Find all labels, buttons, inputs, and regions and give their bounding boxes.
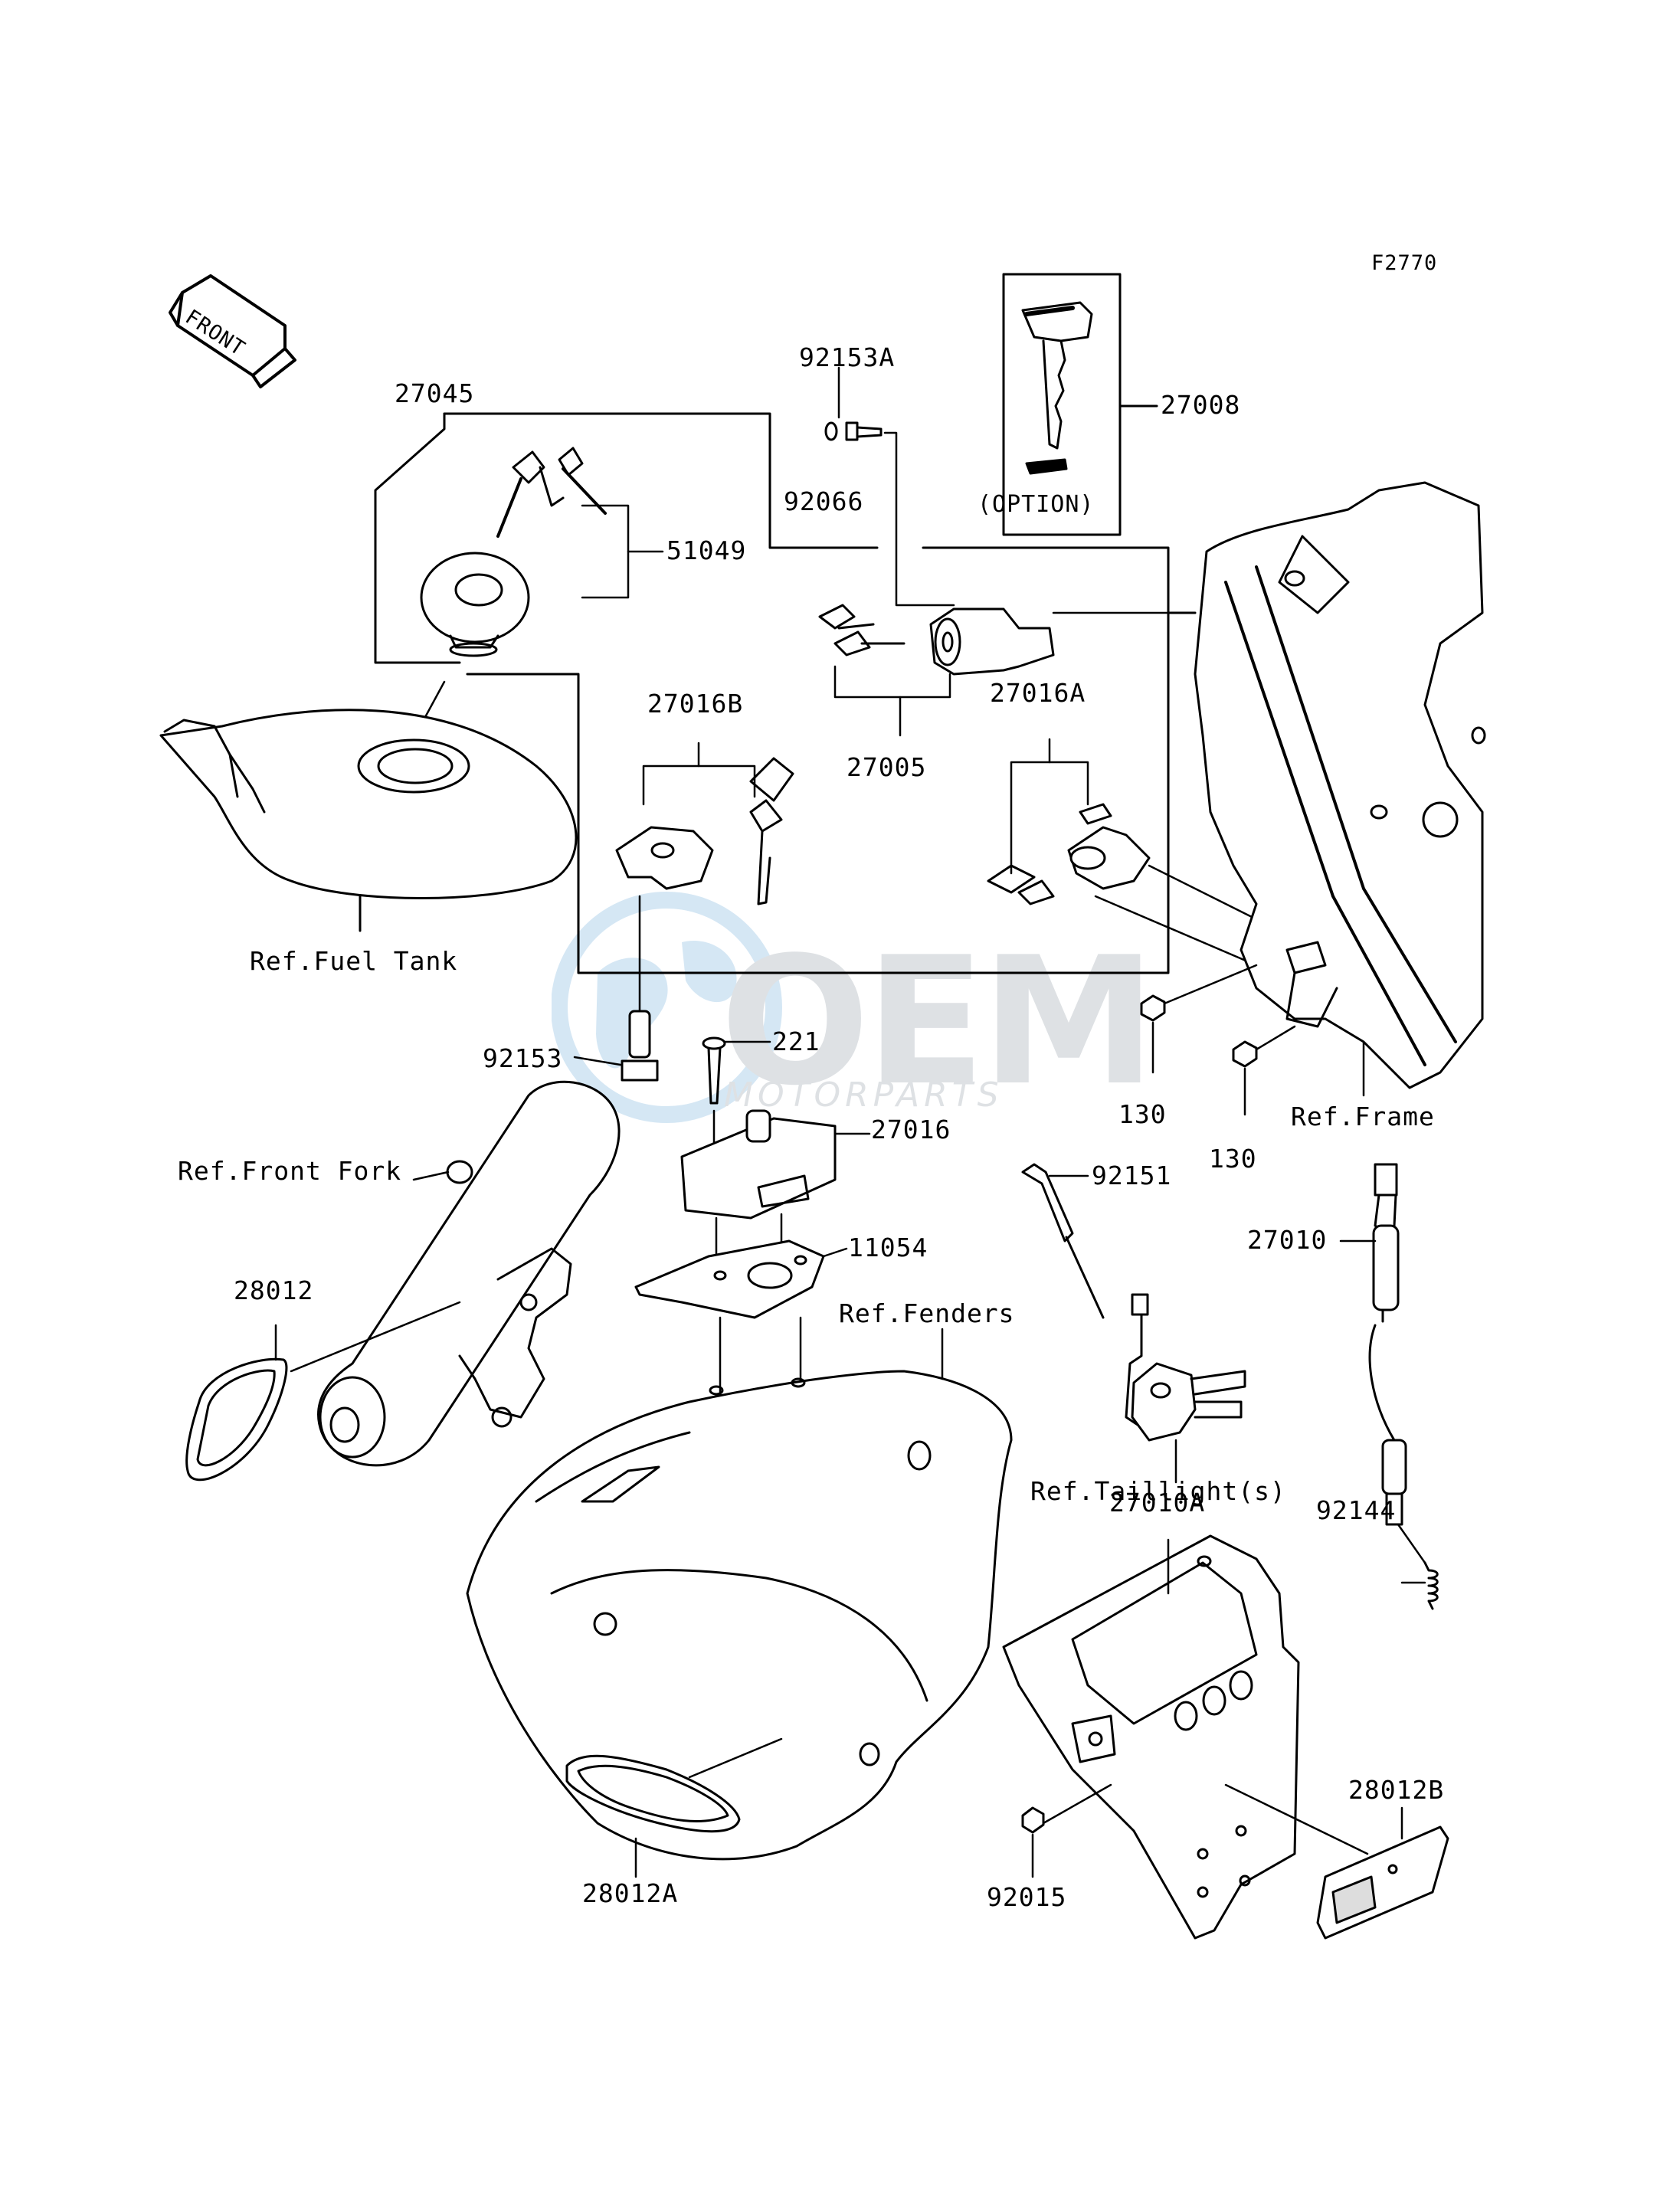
part-92153A[interactable]: 92153A <box>799 342 896 372</box>
ref-fuel-tank[interactable]: Ref.Fuel Tank <box>250 946 458 976</box>
kit-bracket-lines <box>374 412 1197 974</box>
part-92066[interactable]: 92066 <box>784 486 864 516</box>
part-28012B[interactable]: 28012B <box>1348 1775 1445 1805</box>
option-key-icon <box>1021 301 1093 475</box>
bolt-92151 <box>1021 1163 1105 1319</box>
part-27016[interactable]: 27016 <box>871 1115 951 1144</box>
watermark-subtitle: MOTORPARTS <box>724 1076 1004 1115</box>
part-27010A[interactable]: 27010A <box>1109 1488 1206 1518</box>
reflector-28012b <box>1316 1825 1449 1940</box>
sensor-27010 <box>1368 1163 1407 1526</box>
washer-92066 <box>824 421 838 441</box>
part-92015[interactable]: 92015 <box>987 1882 1067 1912</box>
lock-body-27016 <box>680 1109 837 1220</box>
part-27008[interactable]: 27008 <box>1161 390 1241 420</box>
spring-92144 <box>1423 1561 1439 1610</box>
option-box <box>1002 273 1122 536</box>
screw-221 <box>702 1036 726 1105</box>
nut-130-b <box>1232 1040 1258 1068</box>
ref-fenders[interactable]: Ref.Fenders <box>839 1298 1015 1328</box>
frame <box>1194 481 1486 1089</box>
ref-frame[interactable]: Ref.Frame <box>1291 1102 1435 1131</box>
nut-92015 <box>1021 1806 1045 1834</box>
part-130-a[interactable]: 130 <box>1118 1099 1167 1129</box>
part-27045[interactable]: 27045 <box>395 378 475 408</box>
front-arrow-icon <box>169 274 296 388</box>
part-92153[interactable]: 92153 <box>483 1043 563 1073</box>
part-27010[interactable]: 27010 <box>1247 1225 1328 1255</box>
part-27005[interactable]: 27005 <box>847 752 927 782</box>
ignition-switch-27005 <box>818 604 1055 676</box>
part-28012A[interactable]: 28012A <box>582 1878 679 1908</box>
ref-taillight[interactable]: Ref.Taillight(s) <box>1030 1476 1286 1506</box>
fuel-tank <box>159 709 578 899</box>
figure-code: F2770 <box>1371 251 1438 275</box>
fuel-cap-keys-icon <box>496 447 607 538</box>
option-label: (OPTION) <box>978 491 1095 518</box>
switch-27010a <box>1125 1293 1246 1442</box>
reflector-28012a <box>565 1754 741 1833</box>
watermark-brand: OEM <box>720 920 1157 1125</box>
part-27016A[interactable]: 27016A <box>990 678 1086 708</box>
part-92144[interactable]: 92144 <box>1316 1495 1397 1525</box>
part-27016B[interactable]: 27016B <box>647 689 744 719</box>
part-130-b[interactable]: 130 <box>1209 1144 1257 1174</box>
helmet-lock-27016b <box>615 757 794 905</box>
part-51049[interactable]: 51049 <box>666 535 747 565</box>
seat-lock-27016a <box>987 803 1151 905</box>
part-11054[interactable]: 11054 <box>848 1233 928 1262</box>
part-221[interactable]: 221 <box>772 1026 820 1056</box>
watermark: OEM MOTORPARTS <box>552 881 1157 1203</box>
front-fork <box>317 1080 621 1467</box>
globe-icon <box>552 892 782 1123</box>
ref-front-fork[interactable]: Ref.Front Fork <box>178 1156 402 1186</box>
taillight-bracket <box>1002 1534 1300 1940</box>
reflector-28012 <box>185 1357 288 1482</box>
part-28012[interactable]: 28012 <box>234 1275 314 1305</box>
nut-130-a <box>1140 994 1166 1022</box>
rear-fender <box>466 1370 1013 1861</box>
fuel-cap <box>420 552 530 657</box>
part-92151[interactable]: 92151 <box>1092 1161 1172 1190</box>
bracket-11054 <box>634 1239 825 1319</box>
bolt-92153 <box>621 1010 659 1082</box>
screw-92153a <box>845 421 883 441</box>
